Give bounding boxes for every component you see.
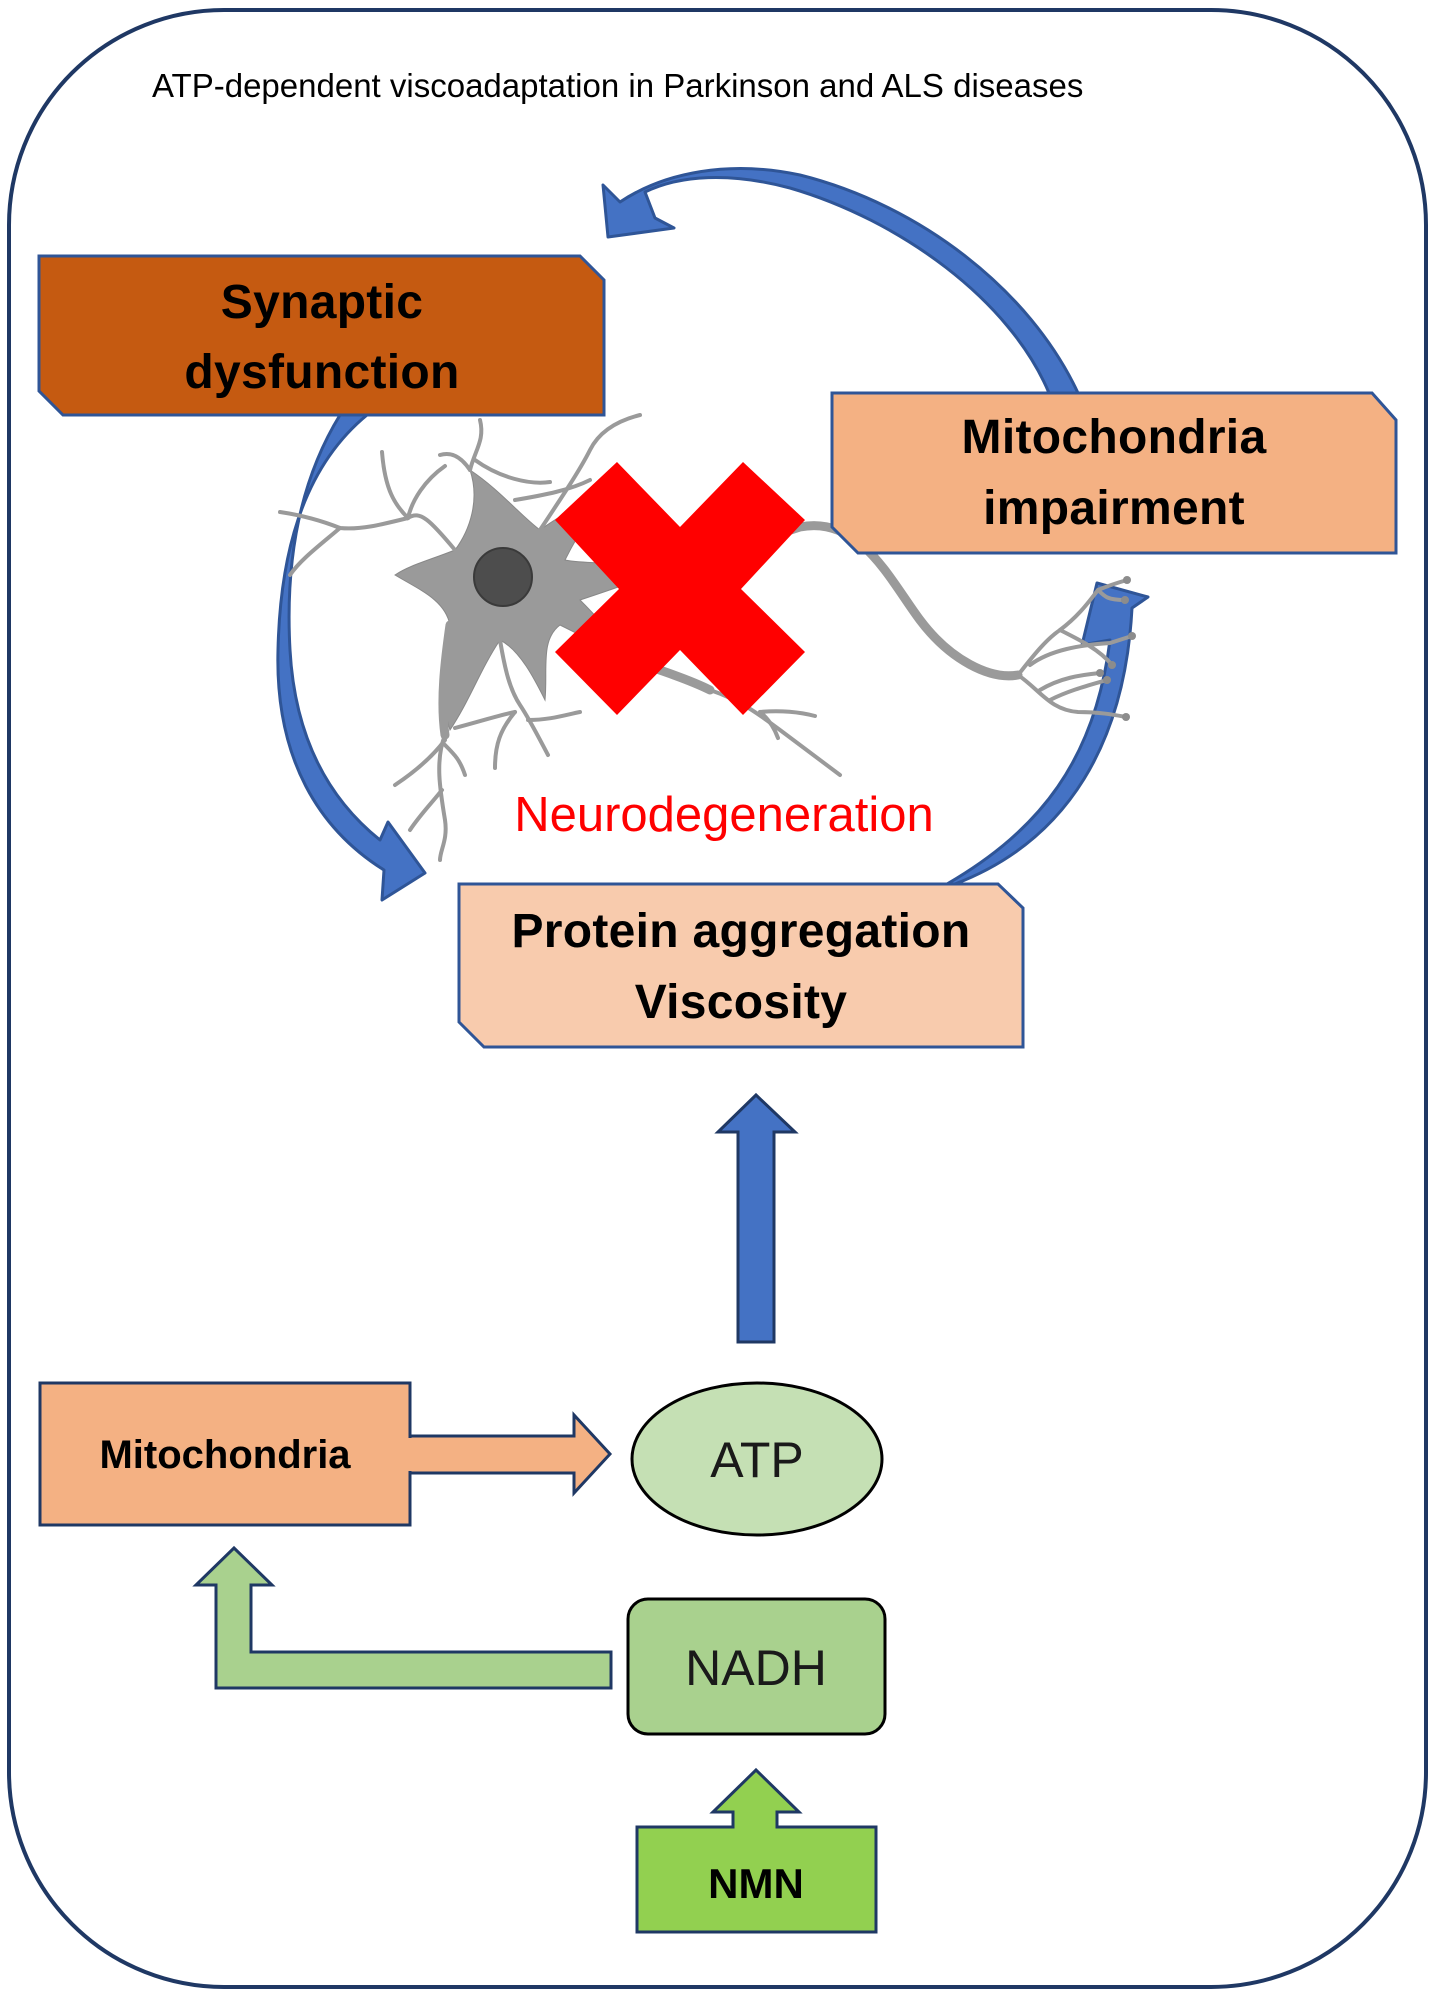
dendrite (498, 638, 550, 757)
axon-terminal (1016, 673, 1128, 719)
cycle-arrow-top (601, 167, 1080, 395)
protein-label-line1: Protein aggregation (511, 905, 970, 958)
axon-bouton (1108, 661, 1116, 669)
dendrite (758, 710, 780, 740)
synaptic-label-line1: Synaptic (221, 276, 423, 329)
axon-bouton (1122, 713, 1130, 721)
dendrite (406, 464, 447, 520)
dendrite (526, 710, 582, 722)
nmn-to-nadh-arrow (635, 1767, 878, 1934)
protein-aggregation-box: Protein aggregation Viscosity (457, 882, 1025, 1049)
mitochondria-label: Mitochondria (99, 1433, 351, 1477)
mitochondria-to-atp-arrow (408, 1411, 613, 1497)
axon-terminal (1058, 628, 1114, 667)
axon-terminal (1048, 678, 1109, 702)
neuron-icon (278, 413, 1136, 862)
atp-node: ATP (630, 1381, 884, 1537)
mitochondria-impairment-box: Mitochondria impairment (830, 391, 1398, 555)
atp-to-protein-arrow (714, 1092, 799, 1344)
nadh-to-mitochondria-arrow (192, 1545, 613, 1690)
axon-bouton (1096, 669, 1104, 677)
axon-terminal (1016, 578, 1129, 677)
dendrite (437, 733, 448, 862)
protein-label-line2: Viscosity (635, 976, 848, 1029)
dendrite (288, 526, 342, 577)
axon-bouton (1103, 676, 1111, 684)
axon-bouton (1128, 632, 1136, 640)
dendrite (408, 788, 444, 832)
neurodegeneration-label: Neurodegeneration (514, 788, 934, 842)
dendrite (438, 451, 472, 472)
dendrite (473, 458, 552, 485)
dendrite (453, 710, 517, 730)
dendrite (513, 478, 592, 502)
axon-bouton (1123, 576, 1131, 584)
synaptic-label-line2: dysfunction (184, 346, 459, 399)
cross-icon (555, 462, 805, 715)
dendrite (493, 710, 517, 770)
dendrite (393, 738, 447, 787)
nadh-label: NADH (685, 1640, 827, 1696)
dendrite (758, 709, 817, 718)
cycle-arrow-left (276, 413, 427, 902)
mito-impairment-label-line2: impairment (983, 482, 1245, 535)
axon-terminal (1028, 634, 1134, 667)
neuron-nucleus (473, 547, 533, 607)
nmn-node: NMN (635, 1767, 878, 1934)
axon-bouton (1121, 596, 1129, 604)
dendrite (443, 743, 467, 777)
atp-label: ATP (710, 1432, 804, 1488)
mitochondria-node: Mitochondria (38, 1381, 613, 1527)
diagram-title: ATP-dependent viscoadaptation in Parkins… (152, 67, 1083, 104)
dendrite (468, 418, 484, 472)
synaptic-dysfunction-box: Synaptic dysfunction (37, 254, 606, 417)
cycle-arrow-right (945, 581, 1150, 886)
mito-impairment-label-line1: Mitochondria (962, 411, 1267, 464)
axon-terminal (1038, 671, 1102, 692)
dendrite (538, 413, 642, 532)
dendrite (438, 620, 455, 740)
nadh-node: NADH (626, 1597, 887, 1736)
nmn-label: NMN (708, 1860, 804, 1907)
